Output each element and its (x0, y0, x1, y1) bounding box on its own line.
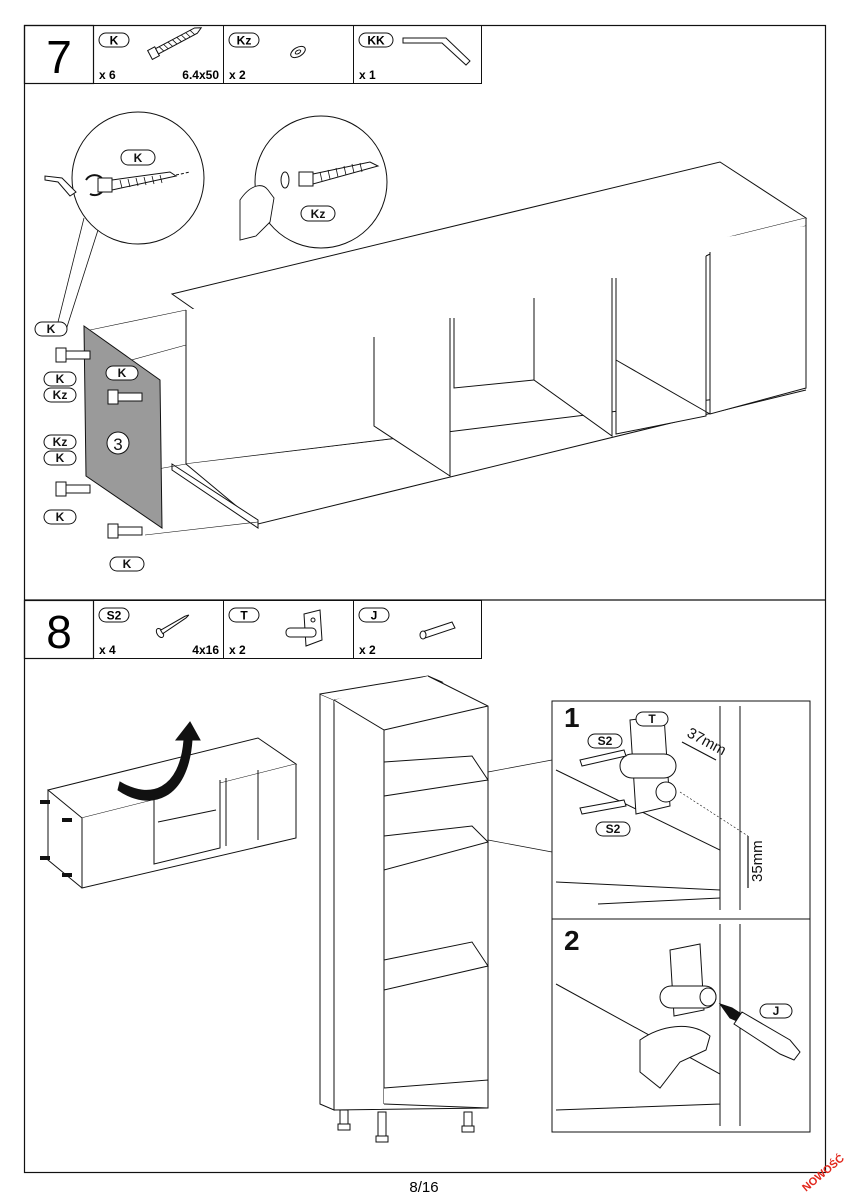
detail-1-screw-b: S2 (606, 822, 621, 836)
part-t-qty: x 2 (229, 643, 246, 657)
detail-1-screw-a: S2 (598, 734, 613, 748)
part-kz-code: Kz (237, 34, 252, 48)
part-j: J x 2 (358, 607, 456, 657)
detail-1-part-t: T (648, 712, 656, 726)
detail-circle-cap: Kz (239, 115, 388, 249)
cabinet-lying (170, 161, 808, 529)
detail-2-label: 2 (564, 925, 580, 956)
pin-icon (419, 621, 456, 640)
part-kk-code: KK (367, 34, 385, 48)
callout-k-4: Kz (53, 435, 68, 449)
tall-cabinet (319, 675, 553, 1143)
detail-2-panel: 2 J (551, 918, 811, 1133)
detail-1-label: 1 (564, 702, 580, 733)
screw-s2-icon (579, 749, 627, 815)
side-callouts: K K Kz K Kz K K K (34, 321, 145, 572)
detail-left-label: K (134, 151, 143, 165)
callout-kz-2: K (56, 451, 65, 465)
part-s2-code: S2 (107, 609, 122, 623)
part-t-code: T (240, 609, 248, 623)
part-kk-qty: x 1 (359, 68, 376, 82)
callout-k-5: K (56, 510, 65, 524)
allen-key-icon (402, 37, 471, 66)
detail-right-label: Kz (311, 207, 326, 221)
step8-number: 8 (46, 606, 72, 658)
part-j-code: J (371, 609, 378, 623)
step7-header: 7 K x 6 6.4x50 Kz x 2 (23, 24, 482, 85)
callout-k-2: K (56, 372, 65, 386)
callout-k-3: K (118, 366, 127, 380)
dimension-35mm: 35mm (749, 840, 766, 882)
part-kk: KK x 1 (358, 32, 471, 82)
part-t: T x 2 (228, 607, 323, 657)
part-k: K x 6 6.4x50 (98, 27, 219, 82)
step8-header: 8 S2 x 4 4x16 T x 2 J (23, 599, 482, 660)
small-cabinet-rotate (40, 721, 298, 889)
step7-illustration: K Kz (34, 111, 808, 572)
shelf-support-icon (285, 609, 323, 647)
part-k-code: K (110, 34, 119, 48)
detail-circle-screw: K (44, 111, 205, 331)
cap-icon (290, 45, 306, 59)
part-k-size: 6.4x50 (182, 68, 219, 82)
page-number: 8/16 (409, 1179, 438, 1196)
step8-illustration: 1 T S2 S2 37mm 35mm (40, 675, 811, 1143)
cabinet-feet (337, 1109, 475, 1143)
detail-2-part-j: J (773, 1004, 780, 1018)
panel-screws (55, 347, 143, 539)
step7-number: 7 (46, 31, 72, 83)
part-k-qty: x 6 (99, 68, 116, 82)
rotate-arrow-icon (117, 721, 201, 801)
part-kz-qty: x 2 (229, 68, 246, 82)
screw-icon (146, 27, 203, 61)
small-screw-icon (155, 614, 190, 639)
part-j-qty: x 2 (359, 643, 376, 657)
part-s2: S2 x 4 4x16 (98, 607, 219, 657)
part-kz: Kz x 2 (228, 32, 306, 82)
callout-kz-1: Kz (53, 388, 68, 402)
side-panel-3 (83, 325, 163, 529)
callout-k-1: K (47, 322, 56, 336)
part-s2-qty: x 4 (99, 643, 116, 657)
callout-k-6: K (123, 557, 132, 571)
side-panel-label: 3 (113, 435, 122, 454)
part-s2-size: 4x16 (192, 643, 219, 657)
detail-1-panel: 1 T S2 S2 37mm 35mm (551, 700, 811, 920)
